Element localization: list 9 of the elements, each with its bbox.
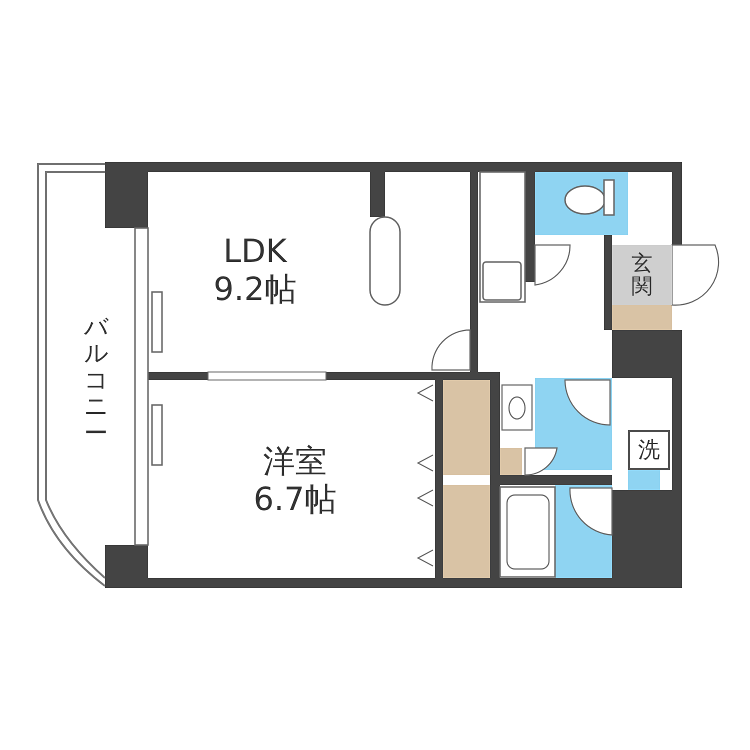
room-area	[628, 430, 670, 470]
room-area	[612, 245, 672, 305]
room-name: LDK	[223, 232, 287, 270]
room-name: バルコニー	[84, 314, 108, 446]
room-name: 玄関	[632, 252, 652, 298]
room-name: 洗	[638, 436, 660, 464]
room-name: 6.7帖	[254, 480, 336, 518]
room-name: 9.2帖	[214, 270, 296, 308]
room-name: 洋室	[263, 442, 327, 480]
